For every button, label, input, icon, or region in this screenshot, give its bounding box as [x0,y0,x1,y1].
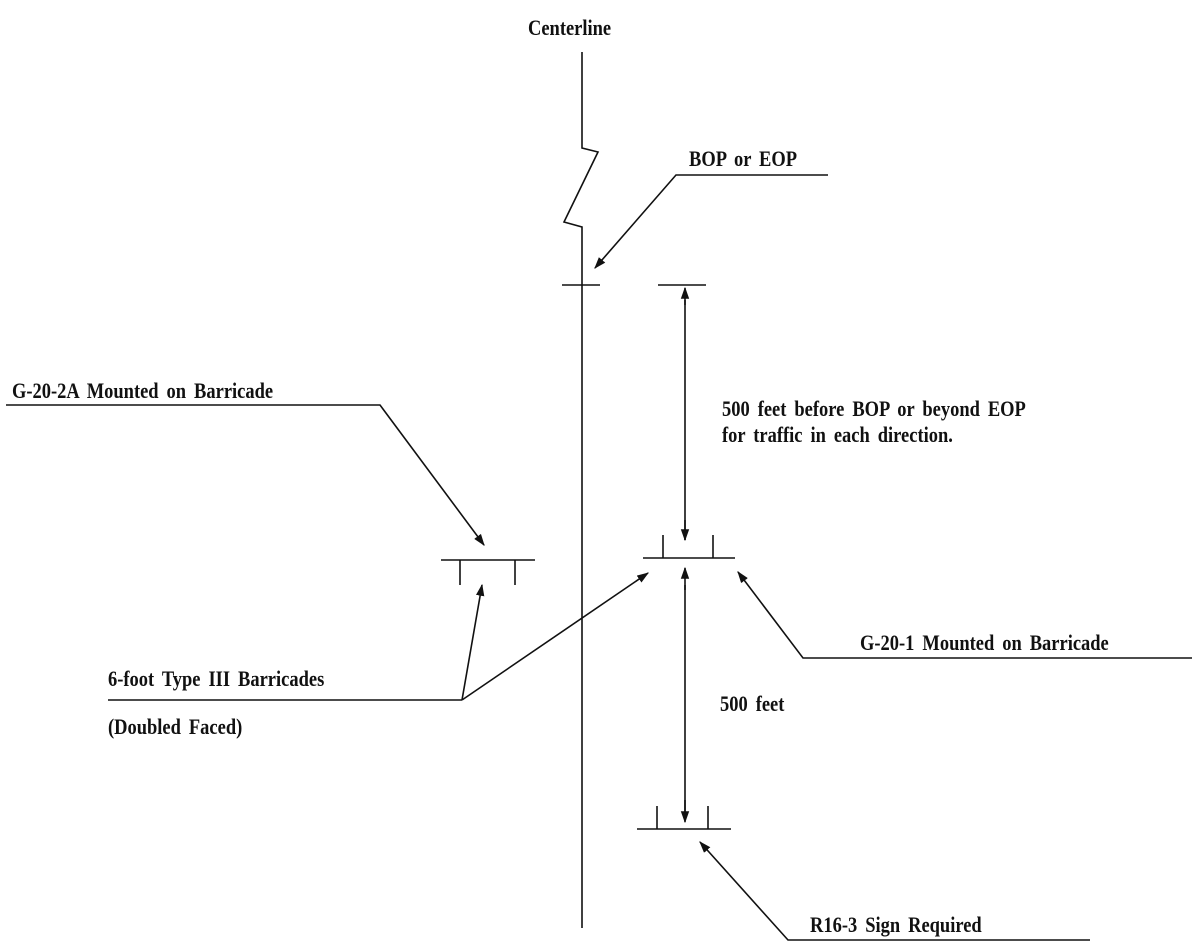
barricades-leader-right [461,572,649,701]
distance-500-label: 500 feet [720,691,785,716]
right-barricade [643,535,735,559]
g20-2a-leader [6,404,485,546]
g20-2a-label: G-20-2A Mounted on Barricade [12,378,274,403]
barricades-leader-left [461,583,485,701]
g20-1-leader [737,571,1192,659]
centerline-line [562,52,600,928]
g20-1-label: G-20-1 Mounted on Barricade [860,630,1109,655]
r16-3-leader [699,841,1090,941]
centerline-label: Centerline [528,15,612,40]
bottom-barricade [637,806,731,830]
bop-eop-label: BOP or EOP [689,146,798,171]
distance-note-line2: for traffic in each direction. [722,422,953,447]
distance-note-line1: 500 feet before BOP or beyond EOP [722,396,1026,421]
left-barricade [441,559,535,585]
bop-eop-leader [594,174,828,269]
r16-3-label: R16-3 Sign Required [810,912,982,937]
barricades-label-line2: (Doubled Faced) [108,714,243,739]
barricades-label-line1: 6-foot Type III Barricades [108,666,325,691]
